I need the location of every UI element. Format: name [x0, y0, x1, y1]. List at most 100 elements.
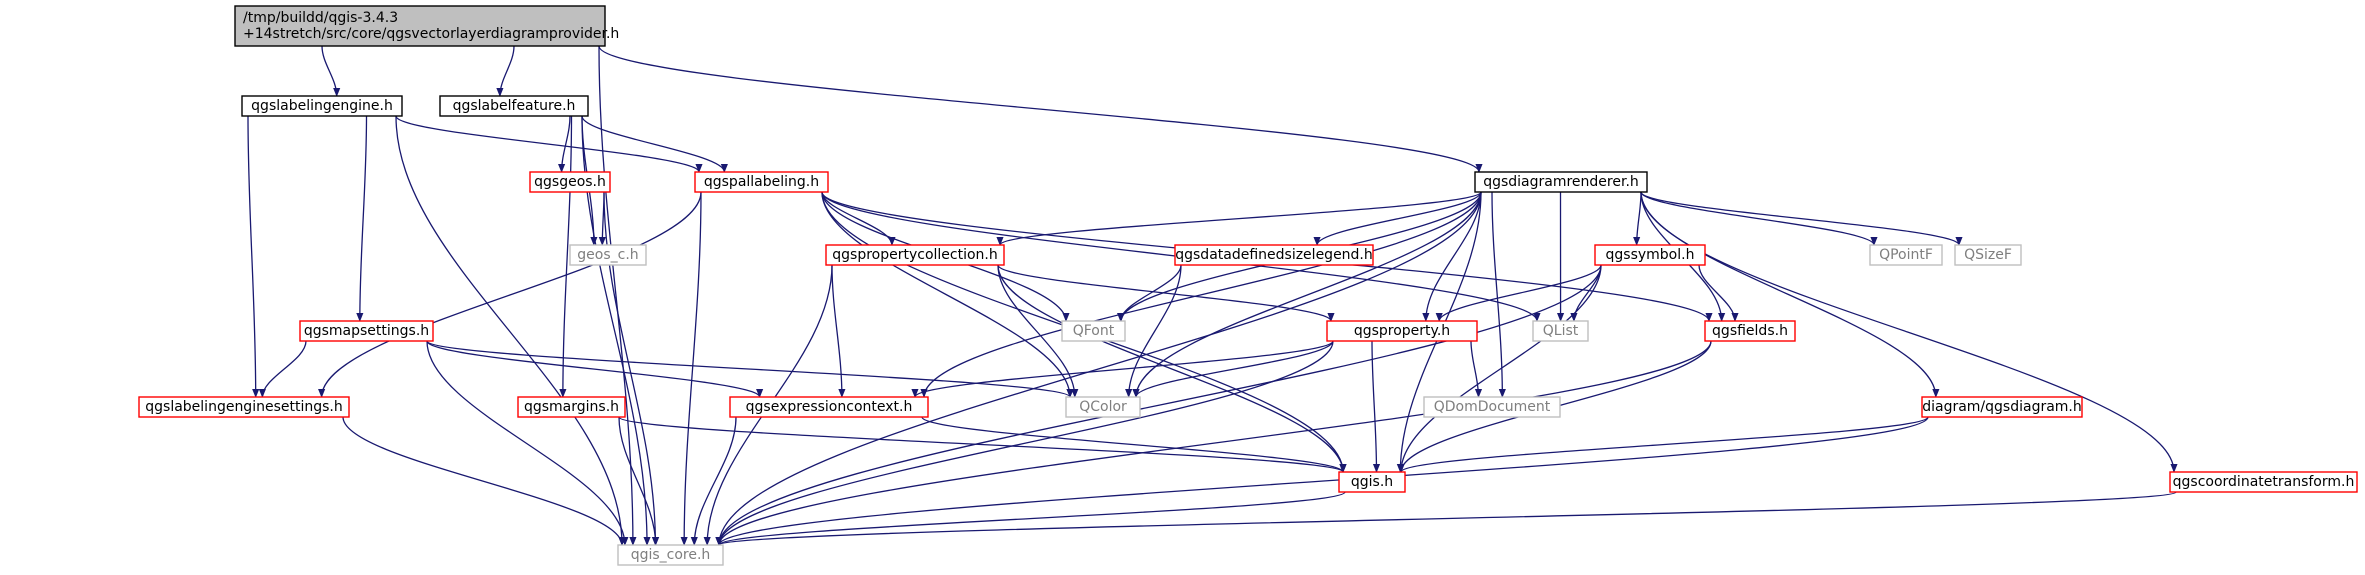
node-mapsettings[interactable]: qgsmapsettings.h: [299, 320, 434, 342]
node-label-labelingengine: qgslabelingengine.h: [251, 98, 393, 114]
node-label-fields: qgsfields.h: [1712, 323, 1788, 339]
edge-symbol-to-fields: [1698, 264, 1739, 322]
edge-diagramrenderer-to-coordinatetransform: [1640, 191, 2178, 473]
node-datadefinedsizelegend[interactable]: qgsdatadefinedsizelegend.h: [1174, 244, 1374, 266]
edge-property-to-qgis_core: [715, 340, 1334, 546]
edge-coordinatetransform-to-qgis_core: [716, 491, 2177, 546]
node-box-expressioncontext: [729, 396, 929, 418]
node-box-diagramrenderer: [1474, 171, 1648, 193]
edge-labelingengine-to-pallabeling: [395, 115, 703, 173]
node-symbol[interactable]: qgssymbol.h: [1594, 244, 1706, 266]
node-pallabeling[interactable]: qgspallabeling.h: [694, 171, 829, 193]
node-box-qfont: [1061, 320, 1126, 342]
edge-root-to-diagramrenderer: [598, 45, 1483, 173]
node-box-property: [1326, 320, 1478, 342]
edge-labelingengine-to-labelingenginesettings: [247, 115, 260, 398]
node-box-pallabeling: [694, 171, 829, 193]
node-label-qlist: QList: [1543, 323, 1579, 339]
node-box-qsizef: [1954, 244, 2022, 266]
edge-pallabeling-to-labelingenginesettings: [318, 191, 702, 398]
node-label-propertycollection: qgspropertycollection.h: [832, 247, 998, 263]
node-box-labelfeature: [439, 95, 589, 117]
edge-pallabeling-to-qgis_core: [680, 191, 702, 546]
node-diagram[interactable]: diagram/qgsdiagram.h: [1921, 396, 2083, 418]
edge-root-to-qgis_core: [598, 45, 637, 546]
node-qlist: QList: [1532, 320, 1589, 342]
node-label-expressioncontext: qgsexpressioncontext.h: [746, 399, 913, 415]
node-label-root: /tmp/buildd/qgis-3.4.3: [243, 10, 398, 26]
node-box-diagram: [1921, 396, 2083, 418]
node-coordinatetransform[interactable]: qgscoordinatetransform.h: [2169, 471, 2358, 493]
edge-labelingenginesettings-to-qgis_core: [342, 416, 626, 546]
edge-mapsettings-to-qcolor: [426, 340, 1074, 398]
node-qcolor: QColor: [1065, 396, 1141, 418]
node-box-labelingenginesettings: [138, 396, 350, 418]
edge-mapsettings-to-expressioncontext: [426, 340, 764, 398]
edge-symbol-to-qgis_core: [715, 264, 1602, 546]
node-label-datadefinedsizelegend: qgsdatadefinedsizelegend.h: [1175, 247, 1373, 263]
edge-propertycollection-to-property: [997, 264, 1335, 322]
node-propertycollection[interactable]: qgspropertycollection.h: [825, 244, 1005, 266]
node-label-geos_c: geos_c.h: [577, 247, 638, 263]
edge-diagramrenderer-to-symbol: [1633, 191, 1642, 246]
node-box-margins: [517, 396, 626, 418]
node-labelingenginesettings[interactable]: qgslabelingenginesettings.h: [138, 396, 350, 418]
node-expressioncontext[interactable]: qgsexpressioncontext.h: [729, 396, 929, 418]
node-qpointf: QPointF: [1869, 244, 1943, 266]
node-label-qpointf: QPointF: [1879, 247, 1933, 263]
edge-property-to-qdomdocument: [1470, 340, 1483, 398]
edge-datadefinedsizelegend-to-qcolor: [1125, 264, 1182, 398]
node-box-qcolor: [1065, 396, 1141, 418]
edge-diagramrenderer-to-qsizef: [1640, 191, 1963, 246]
node-geos_c: geos_c.h: [569, 244, 647, 266]
node-margins[interactable]: qgsmargins.h: [517, 396, 626, 418]
node-labelingengine[interactable]: qgslabelingengine.h: [241, 95, 403, 117]
edge-root-to-labelingengine: [321, 45, 341, 97]
edge-property-to-qcolor: [1132, 340, 1334, 398]
node-label-mapsettings: qgsmapsettings.h: [304, 323, 429, 339]
node-qfont: QFont: [1061, 320, 1126, 342]
node-box-datadefinedsizelegend: [1174, 244, 1374, 266]
node-geos[interactable]: qgsgeos.h: [529, 171, 611, 193]
node-property[interactable]: qgsproperty.h: [1326, 320, 1478, 342]
node-label-diagram: diagram/qgsdiagram.h: [1922, 399, 2082, 415]
edge-margins-to-qgis_core: [618, 416, 660, 546]
node-qdomdocument: QDomDocument: [1423, 396, 1561, 418]
edge-diagramrenderer-to-expressioncontext: [920, 191, 1482, 398]
edge-diagramrenderer-to-qpointf: [1640, 191, 1878, 246]
node-qsizef: QSizeF: [1954, 244, 2022, 266]
node-label-qfont: QFont: [1073, 323, 1115, 339]
edge-pallabeling-to-propertycollection: [821, 191, 896, 246]
edge-labelfeature-to-pallabeling: [581, 115, 728, 173]
node-box-geos_c: [569, 244, 647, 266]
edge-labelfeature-to-margins: [559, 115, 573, 398]
node-diagramrenderer[interactable]: qgsdiagramrenderer.h: [1474, 171, 1648, 193]
graph-nodes: /tmp/buildd/qgis-3.4.3+14stretch/src/cor…: [138, 5, 2358, 566]
node-box-root: [234, 5, 606, 47]
node-label-labelfeature: qgslabelfeature.h: [453, 98, 576, 114]
node-label-geos: qgsgeos.h: [534, 174, 606, 190]
node-label-symbol: qgssymbol.h: [1606, 247, 1695, 263]
edge-propertycollection-to-expressioncontext: [831, 264, 846, 398]
node-box-mapsettings: [299, 320, 434, 342]
edge-diagramrenderer-to-qcolor: [1132, 191, 1482, 398]
node-box-qgis_core: [617, 544, 724, 566]
edge-diagram-to-qgis_core: [715, 416, 1929, 546]
node-label-qgis_core: qgis_core.h: [631, 547, 711, 563]
edge-labelingengine-to-qgis_core: [395, 115, 626, 546]
edge-pallabeling-to-qcolor: [821, 191, 1074, 398]
node-box-fields: [1704, 320, 1796, 342]
edge-labelfeature-to-geos: [558, 115, 571, 173]
node-qgis_core: qgis_core.h: [617, 544, 724, 566]
node-qgis[interactable]: qgis.h: [1338, 471, 1406, 493]
edge-symbol-to-qgis: [1397, 264, 1602, 473]
node-fields[interactable]: qgsfields.h: [1704, 320, 1796, 342]
node-label-qgis: qgis.h: [1351, 474, 1393, 490]
node-labelfeature[interactable]: qgslabelfeature.h: [439, 95, 589, 117]
node-label-diagramrenderer: qgsdiagramrenderer.h: [1483, 174, 1639, 190]
node-label-qdomdocument: QDomDocument: [1434, 399, 1551, 415]
edge-diagramrenderer-to-qdomdocument: [1491, 191, 1506, 398]
node-label-root: +14stretch/src/core/qgsvectorlayerdiagra…: [243, 26, 619, 42]
edge-mapsettings-to-labelingenginesettings: [258, 340, 307, 398]
edge-fields-to-qgis_core: [715, 340, 1712, 546]
